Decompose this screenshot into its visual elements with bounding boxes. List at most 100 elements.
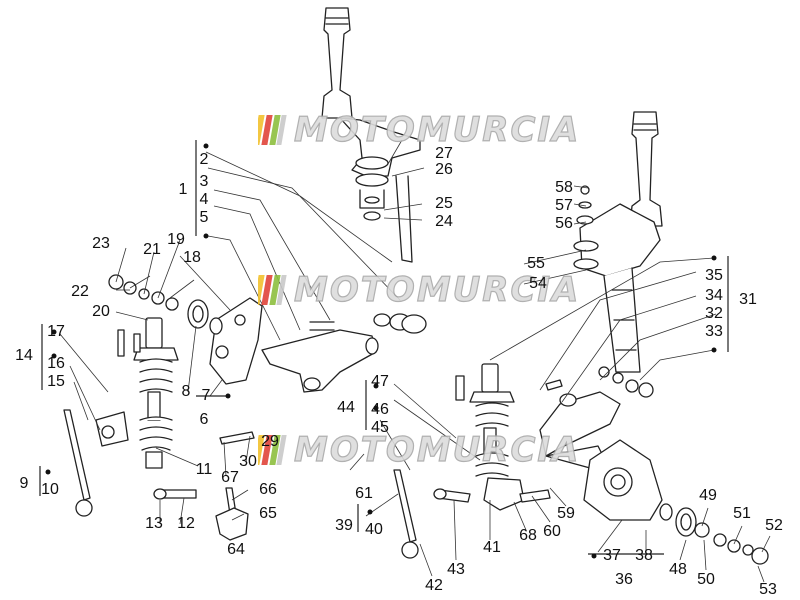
part-label: 51: [733, 505, 751, 522]
bullet-dot: [203, 233, 209, 239]
watermark-text: MOTOMURCIA: [293, 269, 581, 310]
part-label: 15: [47, 373, 65, 390]
bullet-dot: [51, 353, 57, 359]
part-label: 43: [447, 561, 465, 578]
part-label: 2: [199, 151, 209, 168]
fork-leg-left: [63, 409, 129, 517]
part-label: 21: [143, 241, 161, 258]
part-label: 38: [635, 547, 653, 564]
part-label: 4: [199, 191, 209, 208]
part-label: 20: [92, 303, 110, 320]
part-label: 39: [335, 517, 353, 534]
group-brackets: [39, 140, 729, 555]
part-label: 19: [167, 231, 185, 248]
bullet-dot: [711, 347, 717, 353]
part-label: 9: [19, 475, 29, 492]
part-label: 61: [355, 485, 373, 502]
watermark-text: MOTOMURCIA: [293, 109, 581, 150]
swing-arm-left: [187, 297, 427, 393]
watermark: MOTOMURCIA: [258, 109, 581, 151]
part-label: 40: [365, 521, 383, 538]
part-label: 64: [227, 541, 245, 558]
bullet-dot: [51, 329, 57, 335]
leader-lines: [59, 139, 771, 583]
part-label: 45: [371, 419, 389, 436]
steering-column-right: [573, 111, 663, 373]
part-label: 10: [41, 481, 59, 498]
seals-left: [108, 274, 179, 311]
part-label: 46: [371, 401, 389, 418]
watermark-logo-icon: [258, 115, 287, 145]
fasteners-right: [433, 379, 563, 503]
steering-column-left: [321, 7, 421, 263]
part-label: 3: [199, 173, 209, 190]
part-label: 44: [337, 399, 355, 416]
part-label: 56: [555, 215, 573, 232]
part-label: 42: [425, 577, 443, 594]
part-label: 50: [697, 571, 715, 588]
watermark-logo-icon: [258, 275, 287, 305]
part-label: 48: [669, 561, 687, 578]
part-label: 24: [435, 213, 453, 230]
part-label: 25: [435, 195, 453, 212]
part-label: 37: [603, 547, 621, 564]
fork-leg-right: [393, 469, 419, 559]
part-label: 33: [705, 323, 723, 340]
bullet-dot: [373, 383, 379, 389]
bullet-dot: [711, 255, 717, 261]
part-label: 16: [47, 355, 65, 372]
part-label: 18: [183, 249, 201, 266]
part-label: 6: [199, 411, 209, 428]
part-label: 66: [259, 481, 277, 498]
part-label: 8: [181, 383, 191, 400]
part-label: 55: [527, 255, 545, 272]
part-label: 17: [47, 323, 65, 340]
part-label: 7: [201, 387, 211, 404]
part-label: 30: [239, 453, 257, 470]
part-label: 1: [178, 181, 188, 198]
seals-right: [659, 503, 769, 565]
bullet-dot: [225, 393, 231, 399]
bullet-dot: [367, 509, 373, 515]
part-label: 13: [145, 515, 163, 532]
part-label: 35: [705, 267, 723, 284]
bullet-dot: [373, 405, 379, 411]
part-label: 32: [705, 305, 723, 322]
part-label: 49: [699, 487, 717, 504]
part-label: 47: [371, 373, 389, 390]
part-label: 41: [483, 539, 501, 556]
fasteners-left: [153, 431, 255, 541]
part-label: 57: [555, 197, 573, 214]
part-label: 58: [555, 179, 573, 196]
part-label: 14: [15, 347, 33, 364]
part-label: 27: [435, 145, 453, 162]
part-label: 68: [519, 527, 537, 544]
part-label: 29: [261, 433, 279, 450]
part-label: 11: [195, 461, 213, 478]
bullet-dot: [45, 469, 51, 475]
column-hardware-right: [598, 366, 654, 398]
part-label: 59: [557, 505, 575, 522]
part-label: 34: [705, 287, 723, 304]
part-label: 26: [435, 161, 453, 178]
part-label: 36: [615, 571, 633, 588]
part-label: 52: [765, 517, 783, 534]
part-label: 60: [543, 523, 561, 540]
bullet-dot: [203, 143, 209, 149]
part-label: 23: [92, 235, 110, 252]
part-label: 54: [529, 275, 547, 292]
shock-absorber-right: [455, 363, 525, 511]
part-label: 65: [259, 505, 277, 522]
watermark-text: MOTOMURCIA: [293, 429, 581, 470]
part-label: 53: [759, 581, 777, 598]
watermark: MOTOMURCIA: [258, 429, 581, 471]
part-label: 67: [221, 469, 239, 486]
shock-absorber-left: [117, 317, 179, 469]
part-label: 22: [71, 283, 89, 300]
watermark: MOTOMURCIA: [258, 269, 581, 311]
wheel-hub-right: [583, 439, 663, 521]
part-label: 5: [199, 209, 209, 226]
bullet-dot: [591, 553, 597, 559]
